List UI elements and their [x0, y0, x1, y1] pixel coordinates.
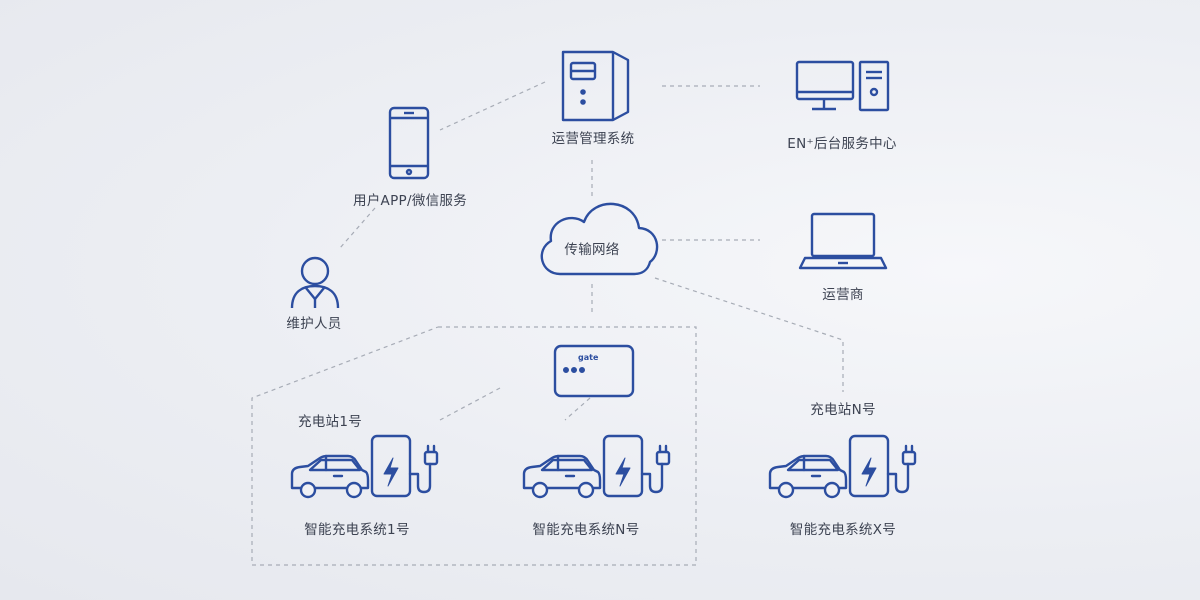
server-tower-icon	[561, 50, 630, 122]
gateway-label: gate	[578, 353, 599, 362]
person-icon	[290, 256, 340, 309]
network-label: 传输网络	[564, 242, 620, 258]
laptop-icon	[798, 212, 888, 270]
chargerN-label: 智能充电系统N号	[532, 522, 640, 538]
chargerX-label: 智能充电系统X号	[789, 522, 897, 538]
operator-label: 运营商	[822, 287, 864, 303]
connector-gate-charger1	[439, 387, 501, 421]
user-app-label: 用户APP/微信服务	[352, 193, 468, 209]
gateway-box-icon	[553, 344, 635, 398]
connector-lines	[251, 81, 844, 566]
car-charger-icon	[290, 434, 439, 499]
connector-server-phone	[439, 81, 546, 131]
car-charger-icon	[768, 434, 917, 499]
car-charger-icon	[522, 434, 671, 499]
stationN-label: 充电站N号	[810, 402, 876, 418]
station1-label: 充电站1号	[297, 414, 363, 430]
connector-gate-chargerN	[564, 397, 591, 421]
maintainer-label: 维护人员	[286, 316, 342, 332]
ops-system-label: 运营管理系统	[551, 131, 635, 147]
cloud-icon	[540, 202, 659, 276]
backend-center-label: EN⁺后台服务中心	[787, 136, 897, 152]
charger1-label: 智能充电系统1号	[304, 522, 410, 538]
smartphone-icon	[388, 106, 430, 180]
connector-cloud-stationN	[654, 277, 844, 392]
desktop-computer-icon	[795, 60, 890, 112]
connector-phone-person	[339, 207, 376, 249]
